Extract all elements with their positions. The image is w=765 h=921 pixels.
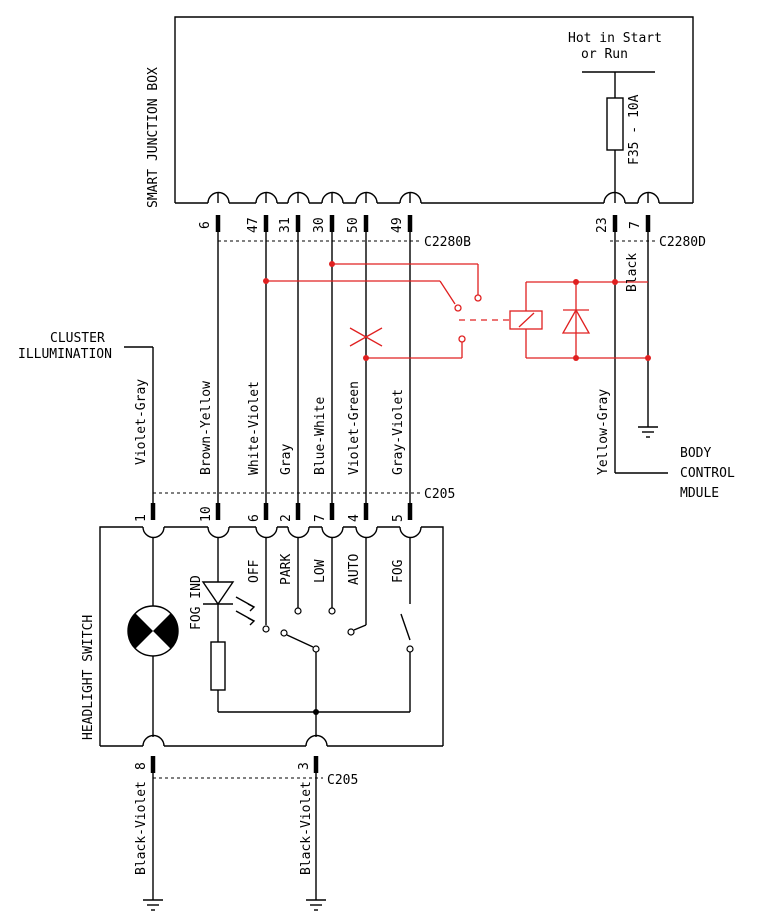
c205-pin-1: 1 bbox=[134, 514, 149, 522]
switch-park-label: PARK bbox=[279, 554, 294, 585]
relay-circuit bbox=[263, 261, 651, 361]
c205-pin-2: 2 bbox=[279, 514, 294, 522]
wire-brown-yellow: Brown-Yellow bbox=[199, 381, 214, 475]
hot-line2: or Run bbox=[581, 47, 628, 62]
connector-c2280d: C2280D bbox=[659, 235, 706, 250]
wire-gray: Gray bbox=[279, 444, 294, 475]
c2280d-pin-23: 23 bbox=[595, 217, 610, 233]
wire-gray-violet: Gray-Violet bbox=[391, 389, 406, 475]
c2280b-pin-50: 50 bbox=[346, 217, 361, 233]
bcm-line2: CONTROL bbox=[680, 466, 735, 481]
ground-symbol-right bbox=[306, 899, 326, 911]
sjb-title: SMART JUNCTION BOX bbox=[146, 67, 161, 208]
headlight-switch-title: HEADLIGHT SWITCH bbox=[81, 615, 96, 740]
c2280b-pin-49: 49 bbox=[390, 217, 405, 233]
c205-pin-5: 5 bbox=[391, 514, 406, 522]
c205-pin-10: 10 bbox=[199, 506, 214, 522]
c205-bottom-pins bbox=[150, 756, 319, 773]
ground-symbol-left bbox=[143, 899, 163, 911]
wire-blue-white: Blue-White bbox=[313, 397, 328, 475]
switch-auto-label: AUTO bbox=[347, 554, 362, 585]
switch-off-label: OFF bbox=[247, 559, 262, 583]
switch-low-label: LOW bbox=[313, 559, 328, 583]
c205-pin-8: 8 bbox=[134, 762, 149, 770]
c2280b-pin-47: 47 bbox=[246, 217, 261, 233]
c205-pin-6: 6 bbox=[247, 514, 262, 522]
c2280-pins bbox=[215, 215, 651, 232]
wire-yellow-gray: Yellow-Gray bbox=[596, 389, 611, 475]
c205-bottom-label: C205 bbox=[327, 773, 358, 788]
wire-black-violet-left: Black-Violet bbox=[134, 781, 149, 875]
fog-ind-led-icon bbox=[201, 537, 256, 712]
wire-violet-gray: Violet-Gray bbox=[134, 379, 149, 465]
fuse-f35 bbox=[582, 71, 655, 190]
c2280b-pin-31: 31 bbox=[278, 217, 293, 233]
c205-pin-3: 3 bbox=[297, 762, 312, 770]
wire-white-violet: White-Violet bbox=[247, 381, 262, 475]
c2280-sockets bbox=[207, 190, 660, 204]
ground-symbol-bcm bbox=[638, 426, 658, 438]
c205-top-label: C205 bbox=[424, 487, 455, 502]
junction-dot bbox=[313, 709, 319, 715]
fog-switch bbox=[400, 537, 414, 712]
headlight-switch-box bbox=[99, 526, 444, 747]
wire-black: Black bbox=[625, 253, 640, 292]
connector-c2280b: C2280B bbox=[424, 235, 471, 250]
c205-top-pins bbox=[150, 503, 413, 520]
bcm-line3: MDULE bbox=[680, 486, 719, 501]
wire-black-violet-right: Black-Violet bbox=[299, 781, 314, 875]
c205-pin-4: 4 bbox=[347, 514, 362, 522]
c2280b-pin-30: 30 bbox=[312, 217, 327, 233]
bcm-line1: BODY bbox=[680, 446, 711, 461]
hot-line1: Hot in Start bbox=[568, 31, 662, 46]
smart-junction-box: SMART JUNCTION BOX Hot in Start or Run F… bbox=[146, 16, 694, 208]
cluster-line1: CLUSTER bbox=[50, 331, 105, 346]
c2280d-pin-7: 7 bbox=[628, 221, 643, 229]
cluster-line2: ILLUMINATION bbox=[18, 347, 112, 362]
lamp-icon bbox=[127, 537, 179, 737]
harness-wires bbox=[124, 232, 668, 507]
fuse-label: F35 - 10A bbox=[627, 94, 642, 165]
fog-ind-label: FOG IND bbox=[189, 575, 204, 630]
c205-pin-7: 7 bbox=[313, 514, 328, 522]
switch-fog-label: FOG bbox=[391, 559, 406, 583]
headlight-rotary-switch bbox=[262, 537, 367, 737]
c2280b-pin-6: 6 bbox=[198, 221, 213, 229]
wire-violet-green: Violet-Green bbox=[347, 381, 362, 475]
